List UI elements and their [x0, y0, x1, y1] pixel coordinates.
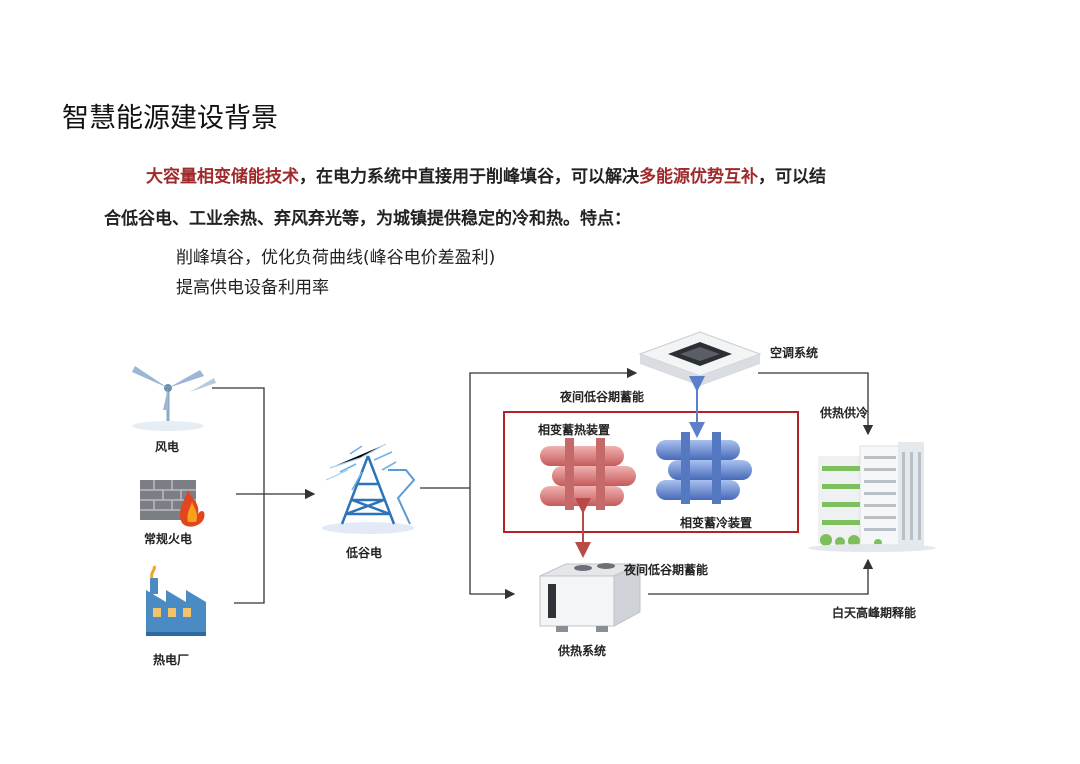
intro-highlight-multienergy: 多能源优势互补 — [639, 167, 758, 187]
label-cold-store: 相变蓄冷装置 — [680, 516, 753, 530]
label-heat-store: 相变蓄热装置 — [538, 423, 611, 437]
label-ac-system: 空调系统 — [770, 346, 819, 360]
ac-cassette-icon — [638, 331, 762, 386]
intro-line-2: 合低谷电、工业余热、弃风弃光等，为城镇提供稳定的冷和热。特点： — [104, 209, 631, 229]
buildings-icon — [808, 442, 936, 552]
intro-line-1: 大容量相变储能技术，在电力系统中直接用于削峰填谷，可以解决多能源优势互补，可以结 — [146, 162, 826, 187]
label-night-store-top: 夜间低谷期蓄能 — [560, 390, 645, 404]
label-heating-system: 供热系统 — [558, 644, 607, 658]
source-connectors — [212, 387, 316, 604]
transmission-tower-icon — [322, 443, 416, 534]
heat-pump-icon — [539, 563, 641, 632]
factory-icon — [146, 565, 206, 636]
bullet-peak-shaving: 削峰填谷，优化负荷曲线(峰谷电价差盈利) — [176, 248, 496, 268]
storage-frame — [503, 411, 799, 533]
label-wind: 风电 — [155, 440, 180, 454]
label-night-store-bottom: 夜间低谷期蓄能 — [624, 563, 709, 577]
label-day-release: 白天高峰期释能 — [832, 606, 917, 620]
label-supply: 供热供冷 — [820, 406, 869, 420]
bullet-utilization: 提高供电设备利用率 — [176, 278, 329, 298]
cold-storage-icon — [656, 432, 752, 504]
wind-turbine-icon — [132, 366, 216, 431]
label-offpeak: 低谷电 — [346, 546, 383, 560]
distribution-lines — [420, 367, 874, 600]
intro-text-1: ，在电力系统中直接用于削峰填谷，可以解决 — [299, 167, 639, 187]
thermal-power-icon — [140, 480, 205, 527]
label-chp: 热电厂 — [153, 653, 190, 667]
heat-storage-icon — [540, 438, 636, 510]
intro-highlight-tech: 大容量相变储能技术 — [146, 167, 299, 187]
page-title: 智慧能源建设背景 — [62, 103, 278, 134]
intro-text-2: ，可以结 — [758, 167, 826, 187]
label-thermal: 常规火电 — [144, 532, 193, 546]
